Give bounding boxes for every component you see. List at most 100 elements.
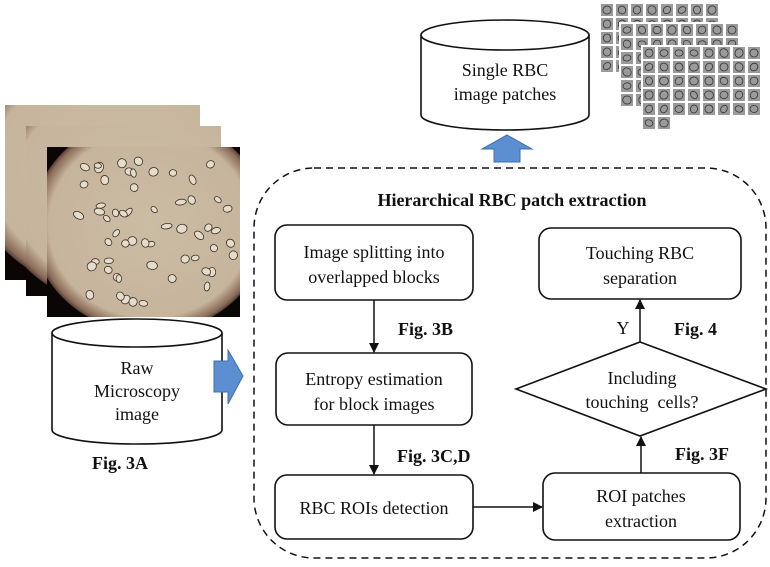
- rbc-patch-cell: [734, 48, 744, 58]
- rbc-cell: [121, 239, 130, 248]
- fig-ref-3a: Fig. 3A: [92, 453, 148, 473]
- rbc-patch-cell: [704, 90, 714, 100]
- rbc-patch-cell: [749, 105, 759, 113]
- rbc-cell: [86, 261, 97, 272]
- rbc-patch-cell: [712, 25, 722, 35]
- rbc-patch: [673, 103, 685, 115]
- rbc-patch-cell: [622, 67, 632, 77]
- rbc-patch-cell: [622, 54, 632, 62]
- rbc-patch-cell: [602, 62, 612, 70]
- rbc-patch-cell: [602, 19, 612, 29]
- rbc-cell: [103, 265, 113, 274]
- rbc-patch-cell: [682, 25, 692, 35]
- rbc-cell: [104, 238, 113, 247]
- step-entropy-estimation: Entropy estimation for block images: [275, 352, 473, 426]
- rbc-patch-cell: [659, 62, 669, 72]
- raw-image-label-line2: Microscopy: [94, 381, 180, 401]
- rbc-cell: [214, 196, 222, 204]
- rbc-cell: [129, 183, 139, 192]
- rbc-patch-cell: [734, 105, 744, 113]
- rbc-cell: [85, 290, 95, 300]
- rbc-patch: [691, 4, 703, 16]
- rbc-cell: [148, 167, 159, 177]
- rbc-patch-cell: [602, 33, 612, 43]
- rbc-cell: [119, 209, 128, 218]
- rbc-cell: [112, 229, 120, 238]
- rbc-patch-cell: [644, 119, 654, 127]
- rbc-patch-cell: [674, 105, 684, 113]
- rbc-cell: [210, 227, 221, 235]
- step-roi-detect-line1: RBC ROIs detection: [300, 498, 449, 518]
- rbc-patch: [658, 47, 670, 59]
- rbc-patch-cell: [659, 118, 669, 128]
- rbc-patch-cell: [645, 76, 653, 86]
- rbc-cell: [103, 214, 111, 223]
- rbc-patch-cell: [644, 48, 654, 58]
- rbc-patch-cell: [632, 5, 642, 15]
- rbc-patch-cell: [719, 90, 729, 100]
- rbc-patch-cell: [622, 95, 632, 105]
- rbc-cell: [206, 160, 215, 169]
- rbc-cell: [175, 198, 187, 206]
- rbc-patch-cell: [677, 6, 687, 14]
- rbc-patch-cell: [704, 76, 714, 86]
- rbc-patch-cell: [720, 104, 728, 114]
- step-roi-extract-line2: extraction: [605, 511, 677, 531]
- rbc-cells: [73, 156, 238, 307]
- rbc-patch-cell: [697, 25, 707, 35]
- fig-ref-3b: Fig. 3B: [398, 319, 453, 339]
- rbc-cell: [93, 162, 102, 169]
- rbc-cell: [95, 202, 106, 209]
- rbc-cell: [93, 207, 106, 216]
- rbc-patch-cell: [674, 62, 684, 72]
- rbc-patch-grid: [641, 45, 763, 131]
- decision-yes-label: Y: [617, 318, 630, 338]
- rbc-cell: [176, 223, 188, 234]
- rbc-cell: [167, 274, 177, 283]
- step-separation-line1: Touching RBC: [586, 243, 694, 263]
- step-entropy-line1: Entropy estimation: [305, 369, 442, 389]
- raw-image-label-line3: image: [115, 404, 159, 424]
- rbc-patch-cell: [659, 49, 669, 57]
- rbc-patch-cell: [647, 5, 657, 15]
- rbc-cell: [79, 180, 89, 189]
- rbc-cell: [160, 223, 173, 230]
- rbc-patch-cell: [662, 5, 672, 15]
- rbc-cell: [201, 267, 212, 276]
- rbc-patch: [748, 103, 760, 115]
- step-split-line1: Image splitting into: [304, 242, 445, 262]
- rbc-cell: [141, 238, 150, 248]
- rbc-patch-cell: [689, 62, 699, 72]
- rbc-patch-cell: [667, 25, 677, 35]
- rbc-patch-cell: [719, 62, 729, 72]
- rbc-patch-cell: [749, 48, 759, 58]
- rbc-patch-cell: [690, 104, 698, 114]
- rbc-cell: [115, 274, 123, 283]
- microscopy-image-stack: [5, 105, 240, 317]
- step-entropy-line2: for block images: [314, 394, 435, 414]
- rbc-cell: [130, 168, 137, 178]
- step-roi-extraction: ROI patches extraction: [542, 472, 741, 541]
- rbc-cell: [111, 208, 120, 218]
- rbc-cell: [128, 297, 138, 307]
- rbc-patch-cell: [660, 104, 668, 114]
- rbc-patch-cell: [749, 76, 759, 86]
- rbc-patch-cell: [674, 76, 684, 86]
- rbc-cell: [194, 230, 205, 240]
- raw-image-label-line1: Raw: [121, 358, 154, 378]
- rbc-cell: [100, 175, 110, 186]
- rbc-patch: [748, 61, 760, 73]
- rbc-patch-cell: [602, 47, 612, 57]
- rbc-cell: [146, 260, 158, 270]
- output-db-label-line1: Single RBC: [462, 60, 549, 80]
- rbc-cell: [103, 257, 114, 265]
- rbc-patch-cell: [645, 104, 653, 114]
- rbc-patch-cell: [705, 62, 713, 72]
- pipeline-container: [253, 167, 767, 559]
- rbc-patch-cell: [644, 90, 654, 100]
- rbc-cell: [190, 254, 200, 262]
- rbc-patch-cell: [617, 5, 627, 15]
- rbc-patch: [681, 24, 693, 36]
- rbc-cell: [187, 195, 196, 205]
